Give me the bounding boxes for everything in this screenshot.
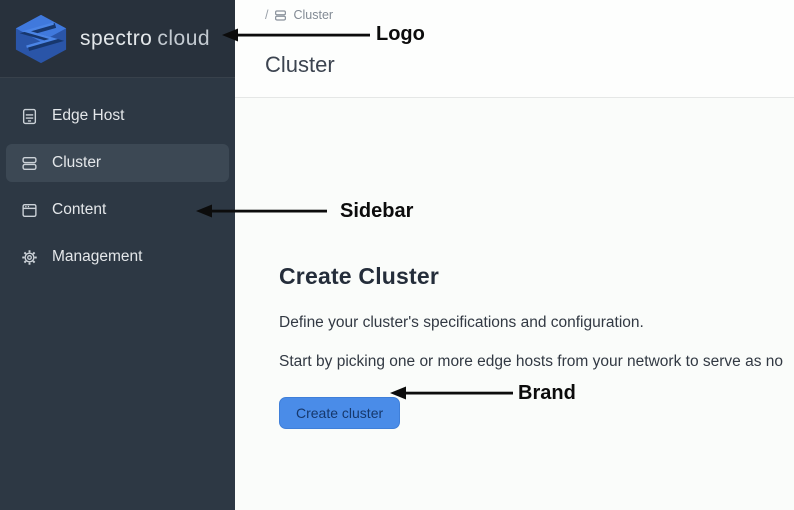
sidebar-item-label: Content [52, 201, 107, 218]
breadcrumb-item-cluster[interactable]: Cluster [293, 8, 334, 22]
logo-annotation-label: Logo [376, 23, 425, 45]
sidebar-item-label: Cluster [52, 154, 102, 171]
gear-icon [20, 248, 38, 266]
sidebar-item-content[interactable]: Content [6, 191, 229, 229]
create-cluster-section: Create Cluster Define your cluster's spe… [235, 98, 794, 429]
sidebar-annotation-label: Sidebar [340, 200, 414, 222]
sidebar-item-label: Management [52, 248, 143, 265]
section-description: Define your cluster's specifications and… [279, 314, 644, 331]
sidebar-nav: Edge Host Cluster [0, 78, 235, 276]
sidebar-item-cluster[interactable]: Cluster [6, 144, 229, 182]
page-title: Cluster [265, 52, 335, 77]
section-instruction: Start by picking one or more edge hosts … [279, 353, 783, 370]
breadcrumb-separator: / [265, 8, 269, 22]
section-heading: Create Cluster [279, 263, 440, 289]
brand-annotation-arrow [390, 386, 513, 400]
spectro-cloud-logo-icon [15, 14, 67, 63]
cluster-breadcrumb-icon [274, 9, 287, 22]
breadcrumb[interactable]: / Cluster [265, 6, 794, 24]
page-header: / Cluster Cluster [235, 0, 794, 98]
content-icon [20, 201, 38, 219]
edge-host-icon [20, 107, 38, 125]
sidebar-item-edge-host[interactable]: Edge Host [6, 97, 229, 135]
logo-annotation-arrow [222, 28, 370, 42]
create-cluster-button[interactable]: Create cluster [279, 397, 401, 429]
cluster-icon [20, 154, 38, 172]
sidebar-item-label: Edge Host [52, 107, 125, 124]
main-area: / Cluster Cluster Create Cluster Define … [235, 0, 794, 510]
brand-name-primary: spectro [80, 26, 153, 50]
brand-name-secondary: cloud [157, 26, 211, 50]
sidebar-annotation-arrow [196, 204, 327, 218]
sidebar-item-management[interactable]: Management [6, 238, 229, 276]
brand-annotation-label: Brand [518, 382, 576, 404]
